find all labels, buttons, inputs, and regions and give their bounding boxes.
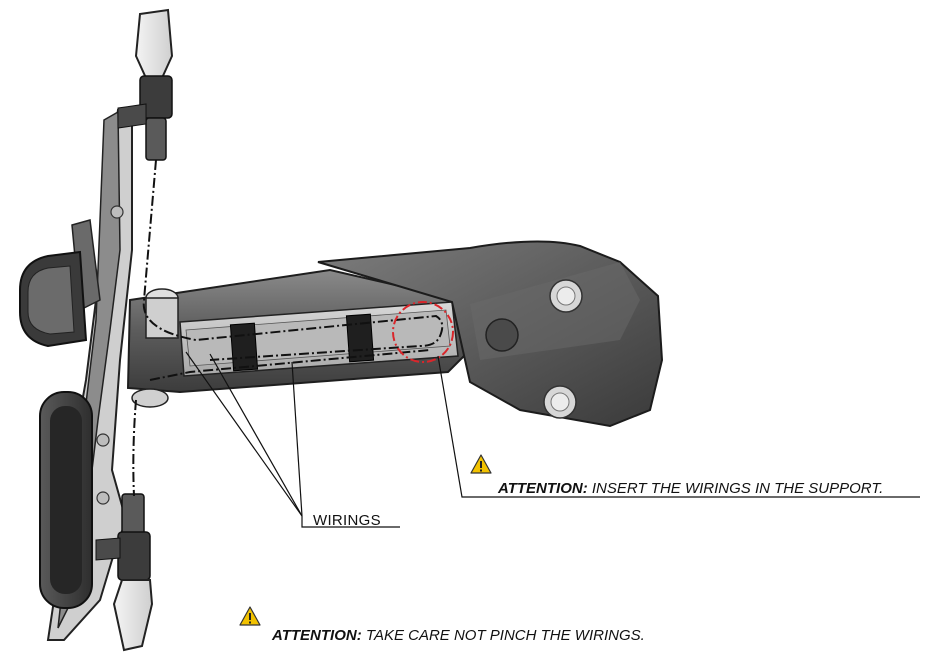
attention-text: INSERT THE WIRINGS IN THE SUPPORT. xyxy=(591,480,884,497)
attention-prefix: ATTENTION: xyxy=(498,480,588,497)
wirings-label: WIRINGS xyxy=(313,512,381,529)
wiring-paths xyxy=(132,159,444,497)
attention-insert-note: ATTENTION: INSERT THE WIRINGS IN THE SUP… xyxy=(498,481,883,496)
attention-pinch-note: ATTENTION: TAKE CARE NOT PINCH THE WIRIN… xyxy=(272,628,645,643)
highlight-circle xyxy=(392,301,454,363)
upper-turn-signal xyxy=(117,8,174,161)
warning-triangle-icon xyxy=(470,454,492,474)
attention-text: TAKE CARE NOT PINCH THE WIRINGS. xyxy=(365,627,645,644)
lower-turn-signal xyxy=(95,493,154,652)
warning-triangle-icon xyxy=(239,606,261,626)
mount-bracket xyxy=(317,240,664,428)
leader-lines xyxy=(185,351,920,528)
support-arm xyxy=(126,268,472,394)
attention-prefix: ATTENTION: xyxy=(272,627,362,644)
side-light-housing xyxy=(19,250,88,348)
pivot-pins xyxy=(131,288,179,408)
reflector-plate xyxy=(39,391,93,609)
